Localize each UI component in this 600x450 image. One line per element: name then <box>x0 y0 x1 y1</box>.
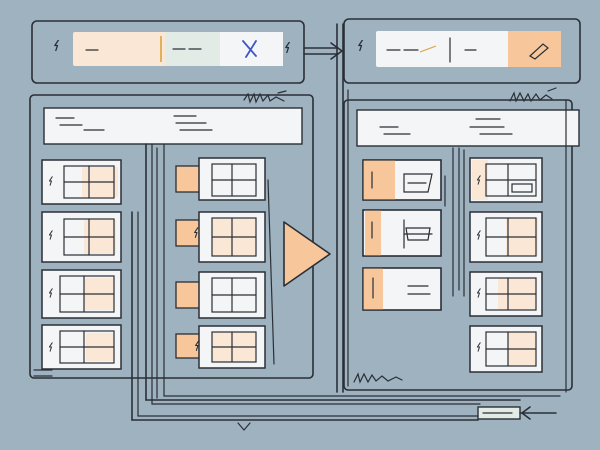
pencil-icon[interactable] <box>529 43 549 60</box>
toolbar-right-action-segment[interactable] <box>508 31 561 67</box>
right-inner-card[interactable] <box>362 159 442 201</box>
right-main-panel <box>343 87 580 391</box>
top-right-toolbar <box>343 18 581 84</box>
panel-scribble-label <box>353 372 403 384</box>
middle-column-card[interactable] <box>175 157 266 201</box>
lightning-bolt-icon <box>285 42 291 53</box>
middle-column-card[interactable] <box>175 325 266 369</box>
arrow-right-icon <box>330 42 343 60</box>
lightning-bolt-icon <box>54 40 60 51</box>
top-left-toolbar <box>31 20 305 84</box>
right-inner-card[interactable] <box>362 267 442 311</box>
middle-column-card[interactable] <box>175 211 266 263</box>
right-outer-card[interactable] <box>469 157 543 203</box>
close-icon[interactable] <box>242 40 257 58</box>
right-inner-card[interactable] <box>362 209 442 257</box>
right-outer-card[interactable] <box>469 325 543 373</box>
central-divider <box>336 23 349 393</box>
top-connector-arrow <box>303 42 343 60</box>
play-triangle-icon[interactable] <box>283 221 331 287</box>
left-main-panel <box>29 90 314 421</box>
return-connector <box>131 99 567 431</box>
left-panel-header <box>43 107 303 145</box>
middle-column-card[interactable] <box>175 271 266 319</box>
arrow-left-icon <box>521 406 531 420</box>
left-column-card[interactable] <box>41 324 122 370</box>
panel-scribble-label <box>509 87 557 103</box>
left-column-card[interactable] <box>41 269 122 319</box>
right-outer-card[interactable] <box>469 211 543 263</box>
left-column-card[interactable] <box>41 159 122 205</box>
lightning-bolt-icon <box>358 40 364 51</box>
left-column-card[interactable] <box>41 211 122 263</box>
panel-scribble-label <box>243 90 287 104</box>
right-outer-card[interactable] <box>469 271 543 317</box>
right-panel-header <box>356 109 580 147</box>
